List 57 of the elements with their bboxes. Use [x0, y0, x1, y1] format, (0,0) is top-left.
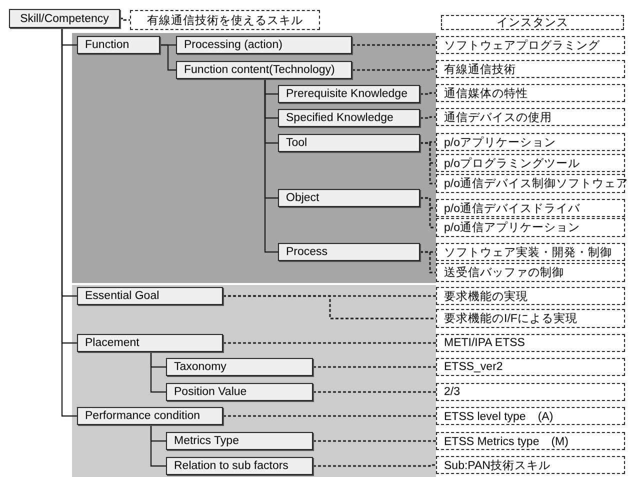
dotted-connector	[420, 251, 436, 274]
instance-box: 要求機能のI/Fによる実現	[436, 309, 625, 328]
concept-box: Process	[278, 243, 420, 261]
concept-box: Essential Goal	[77, 287, 223, 305]
concept-box: Performance condition	[77, 407, 223, 425]
tree-connector	[160, 44, 176, 71]
dotted-connector	[120, 18, 130, 21]
tree-connector	[61, 28, 77, 417]
dotted-connector	[313, 440, 436, 442]
concept-box: Position Value	[166, 383, 313, 401]
tree-connector	[150, 352, 166, 393]
instance-box: ETSS Metrics type (M)	[436, 432, 625, 450]
instance-box: p/o通信デバイス制御ソフトウェア	[436, 174, 625, 193]
instance-box: Sub:PAN技術スキル	[436, 456, 625, 474]
dotted-connector	[313, 366, 436, 368]
instance-box: 通信デバイスの使用	[436, 108, 625, 126]
concept-box: Skill/Competency	[9, 9, 120, 28]
concept-box: Function content(Technology)	[176, 61, 352, 79]
instance-box: 通信媒体の特性	[436, 84, 625, 102]
instance-box: ソフトウェア実装・開発・制御	[436, 243, 625, 261]
concept-box: Object	[278, 189, 420, 207]
dotted-connector	[420, 116, 436, 119]
dotted-connector	[352, 68, 436, 71]
dotted-connector	[420, 92, 436, 95]
instance-box: ソフトウェアプログラミング	[436, 36, 625, 54]
instance-box: p/oプログラミングツール	[436, 154, 625, 172]
instance-box: ETSS level type (A)	[436, 407, 625, 425]
dotted-connector	[420, 197, 436, 228]
concept-box: Placement	[77, 334, 223, 352]
dotted-connector	[352, 44, 436, 46]
instance-box: 送受信バッファの制御	[436, 263, 625, 282]
instance-box: ETSS_ver2	[436, 358, 625, 376]
instance-box: p/o通信アプリケーション	[436, 218, 625, 237]
tree-connector	[264, 79, 278, 253]
concept-box: Metrics Type	[166, 432, 313, 450]
concept-box: Specified Knowledge	[278, 109, 420, 127]
dotted-connector	[223, 415, 436, 417]
instance-box: p/o通信デバイスドライバ	[436, 199, 625, 217]
dotted-connector	[223, 295, 436, 320]
instance-box: 有線通信技術	[436, 60, 625, 78]
concept-box: Processing (action)	[176, 36, 352, 54]
instance-box: 2/3	[436, 383, 625, 401]
tree-connector	[150, 425, 166, 467]
concept-box: Function	[77, 36, 160, 54]
instance-box: 有線通信技術を使えるスキル	[130, 10, 320, 30]
concept-box: Taxonomy	[166, 358, 313, 376]
dotted-connector	[223, 342, 436, 344]
instance-box: 要求機能の実現	[436, 287, 625, 305]
dotted-connector	[313, 391, 436, 393]
dotted-connector	[313, 464, 436, 467]
dotted-connector	[420, 142, 436, 184]
concept-box: Relation to sub factors	[166, 457, 313, 475]
instance-box: p/oアプリケーション	[436, 133, 625, 151]
instance-box: METI/IPA ETSS	[436, 334, 625, 352]
concept-box: Prerequisite Knowledge	[278, 85, 420, 103]
concept-box: Tool	[278, 134, 420, 152]
instance-box: インスタンス	[441, 15, 624, 30]
